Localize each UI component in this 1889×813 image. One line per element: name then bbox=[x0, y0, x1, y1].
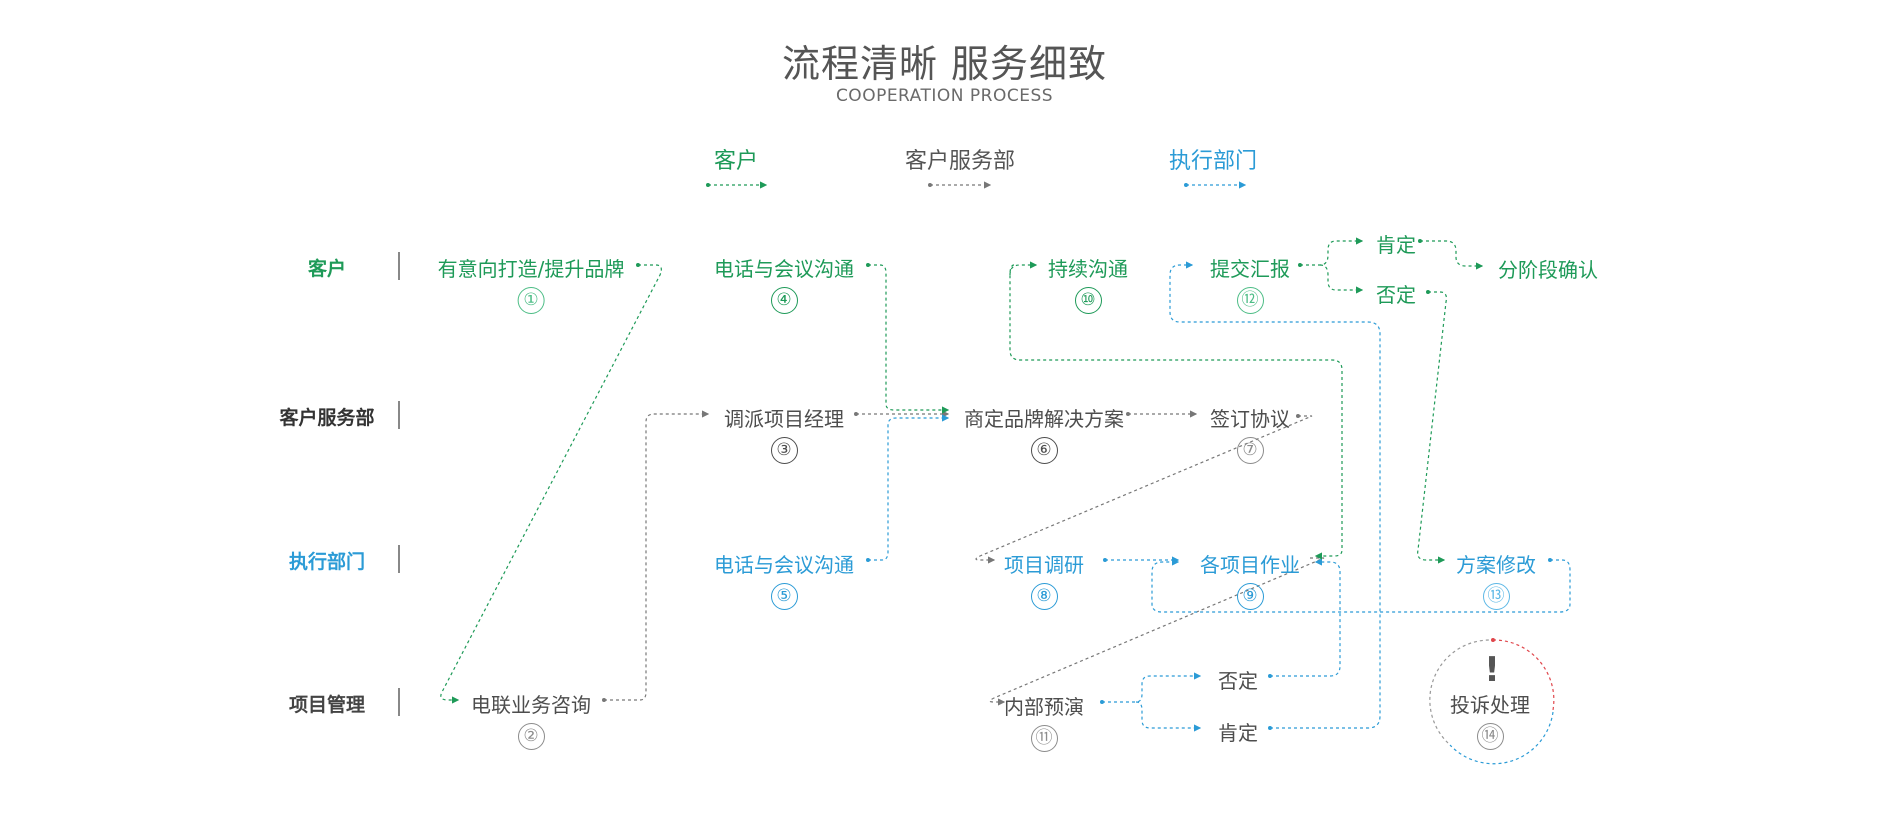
step-2-node[interactable]: 电联业务咨询 ② bbox=[471, 689, 591, 750]
step-label: 各项目作业 bbox=[1200, 553, 1300, 577]
lane-divider bbox=[398, 252, 400, 280]
step-14-node[interactable]: 投诉处理 ⑭ bbox=[1450, 689, 1530, 750]
lane-label-customer-service: 客户服务部 bbox=[279, 407, 375, 429]
complaint-circle-red bbox=[1492, 639, 1555, 711]
step-10-node[interactable]: 持续沟通 ⑩ bbox=[1048, 253, 1128, 314]
step-13-node[interactable]: 方案修改 ⑬ bbox=[1456, 549, 1536, 610]
step-number: ⑥ bbox=[1030, 437, 1058, 464]
step-number: ⑭ bbox=[1476, 723, 1504, 750]
connector-11-branch bbox=[1102, 672, 1202, 703]
lane-label-customer: 客户 bbox=[307, 258, 347, 280]
lane-label-execution: 执行部门 bbox=[288, 551, 366, 573]
step-number: ⑪ bbox=[1030, 725, 1058, 752]
page-subtitle: COOPERATION PROCESS bbox=[835, 86, 1054, 106]
connector-5-6 bbox=[868, 414, 950, 561]
step-label: 方案修改 bbox=[1456, 553, 1536, 577]
step-3-node[interactable]: 调派项目经理 ③ bbox=[724, 403, 844, 464]
branch-report-no: 否定 bbox=[1376, 283, 1416, 307]
step-label: 电联业务咨询 bbox=[471, 693, 591, 717]
step-number: ④ bbox=[770, 287, 798, 314]
step-label: 提交汇报 bbox=[1210, 257, 1290, 281]
step-label: 电话与会议沟通 bbox=[714, 257, 854, 281]
connector-13-9 bbox=[1151, 558, 1571, 613]
step-label: 有意向打造/提升品牌 bbox=[437, 257, 625, 281]
legend-execution: 执行部门 bbox=[1168, 149, 1258, 174]
step-label: 持续沟通 bbox=[1048, 257, 1128, 281]
step-label: 电话与会议沟通 bbox=[714, 553, 854, 577]
step-number: ⑧ bbox=[1030, 583, 1058, 610]
connector-7-8 bbox=[975, 415, 1313, 564]
step-label: 投诉处理 bbox=[1450, 693, 1530, 717]
lane-divider bbox=[398, 688, 400, 716]
step-number: ⑨ bbox=[1236, 583, 1264, 610]
connector-1-2 bbox=[440, 264, 662, 704]
connector-4-6 bbox=[868, 264, 950, 414]
step-number: ⑬ bbox=[1482, 583, 1510, 610]
connector-no-13 bbox=[1417, 291, 1447, 564]
legend-customer: 客户 bbox=[713, 149, 759, 174]
step-4-node[interactable]: 电话与会议沟通 ④ bbox=[714, 253, 854, 314]
lane-label-project-management: 项目管理 bbox=[288, 694, 366, 716]
step-7-node[interactable]: 签订协议 ⑦ bbox=[1210, 403, 1290, 464]
step-12-node[interactable]: 提交汇报 ⑫ bbox=[1210, 253, 1290, 314]
step-1-node[interactable]: 有意向打造/提升品牌 ① bbox=[437, 253, 625, 314]
connector-9-11 bbox=[989, 557, 1325, 706]
connector-no-9 bbox=[1270, 558, 1341, 677]
complaint-circle-blue bbox=[1449, 711, 1554, 765]
step-number: ⑩ bbox=[1074, 287, 1102, 314]
warning-icon: ! bbox=[1484, 650, 1500, 690]
lane-divider bbox=[398, 545, 400, 573]
step-label: 项目调研 bbox=[1004, 553, 1084, 577]
step-number: ① bbox=[517, 287, 545, 314]
connector-yes-final bbox=[1420, 240, 1484, 270]
connector-11-branch-yes bbox=[1135, 701, 1202, 732]
branch-rehearsal-no: 否定 bbox=[1218, 669, 1258, 693]
step-number: ② bbox=[517, 723, 545, 750]
branch-final-confirm: 分阶段确认 bbox=[1498, 258, 1598, 282]
step-5-node[interactable]: 电话与会议沟通 ⑤ bbox=[714, 549, 854, 610]
step-6-node[interactable]: 商定品牌解决方案 ⑥ bbox=[964, 403, 1124, 464]
step-8-node[interactable]: 项目调研 ⑧ bbox=[1004, 549, 1084, 610]
complaint-circle-gray bbox=[1429, 639, 1491, 744]
page-title: 流程清晰 服务细致 bbox=[781, 42, 1108, 86]
step-9-node[interactable]: 各项目作业 ⑨ bbox=[1200, 549, 1300, 610]
step-label: 调派项目经理 bbox=[724, 407, 844, 431]
connector-yes-12 bbox=[1169, 261, 1381, 729]
legend-customer-service: 客户服务部 bbox=[904, 149, 1016, 174]
branch-report-yes: 肯定 bbox=[1376, 233, 1416, 257]
step-11-node[interactable]: 内部预演 ⑪ bbox=[1004, 691, 1084, 752]
branch-rehearsal-yes: 肯定 bbox=[1218, 721, 1258, 745]
lane-divider bbox=[398, 401, 400, 429]
step-number: ③ bbox=[770, 437, 798, 464]
step-number: ⑦ bbox=[1236, 437, 1264, 464]
step-label: 内部预演 bbox=[1004, 695, 1084, 719]
step-number: ⑤ bbox=[770, 583, 798, 610]
connector-2-3 bbox=[604, 410, 710, 701]
step-label: 签订协议 bbox=[1210, 407, 1290, 431]
connector-12-yes bbox=[1300, 237, 1364, 266]
connector-10-in bbox=[1009, 261, 1038, 276]
step-number: ⑫ bbox=[1236, 287, 1264, 314]
step-label: 商定品牌解决方案 bbox=[964, 407, 1124, 431]
connector-10-9 bbox=[1009, 264, 1343, 560]
connector-12-no bbox=[1319, 264, 1364, 294]
